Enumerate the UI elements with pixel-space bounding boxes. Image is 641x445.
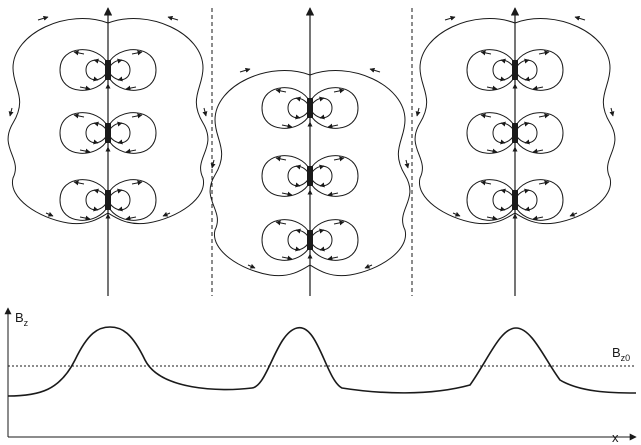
x-axis-label: x <box>612 430 619 445</box>
bz-profile-curve <box>7 326 637 397</box>
field-group-3 <box>415 7 615 296</box>
field-group-1 <box>8 7 208 296</box>
y-axis-label: Bz <box>15 310 29 328</box>
reference-line-label: Bz0 <box>612 345 630 363</box>
field-group-2 <box>210 7 410 296</box>
